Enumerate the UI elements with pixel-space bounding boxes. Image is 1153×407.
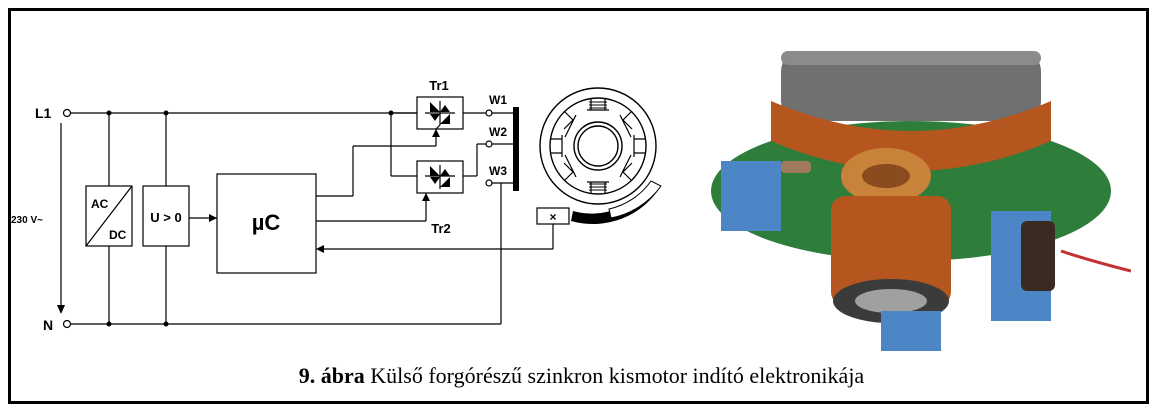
sensor-label: ×	[549, 210, 556, 224]
magnet-ring-south	[608, 180, 662, 219]
arrow-to-mcu-feedback	[316, 245, 324, 253]
position-sensor: ×	[536, 207, 570, 225]
arrow-voltage	[57, 305, 65, 314]
capacitor-bottom	[881, 311, 941, 351]
housing	[831, 196, 951, 306]
triac-tr1: Tr1	[416, 78, 464, 130]
arrow-to-tr1	[432, 129, 440, 137]
tr1-label: Tr1	[429, 78, 449, 93]
arrow-to-mcu	[209, 214, 217, 222]
figure-caption: 9. ábra Külső forgórészű szinkron kismot…	[11, 363, 1152, 389]
caption-number: 9. ábra	[298, 363, 365, 388]
w2-label: W2	[489, 125, 507, 139]
dc-label: DC	[109, 228, 127, 242]
terminal-w1	[485, 109, 493, 117]
mcu-label: µC	[252, 210, 281, 235]
electrolytic-capacitor	[1021, 221, 1055, 291]
voltage-detector: U > 0	[142, 185, 190, 247]
ac-label: AC	[91, 197, 109, 211]
tr2-label: Tr2	[431, 221, 451, 236]
terminal-l1	[62, 108, 72, 118]
w3-label: W3	[489, 164, 507, 178]
w1-label: W1	[489, 93, 507, 107]
motor-photo	[711, 51, 1131, 351]
terminal-w2	[485, 140, 493, 148]
terminal-n	[62, 319, 72, 329]
caption-text: Külső forgórészű szinkron kismotor indít…	[370, 363, 865, 388]
circuit-diagram: AC DC U > 0 µC Tr1	[11, 78, 662, 333]
threshold-label: U > 0	[150, 210, 181, 225]
junctions	[106, 110, 394, 327]
wiring	[60, 112, 554, 325]
capacitor-left	[721, 161, 781, 231]
figure-frame: AC DC U > 0 µC Tr1	[8, 8, 1149, 404]
terminals	[62, 108, 493, 329]
terminal-w3	[485, 179, 493, 187]
microcontroller: µC	[216, 173, 317, 274]
wire-white	[1060, 244, 1131, 263]
n-label: N	[43, 317, 53, 333]
motor-symbol	[539, 87, 657, 205]
l1-label: L1	[35, 105, 52, 121]
voltage-label: 230 V~	[11, 215, 43, 226]
stator-laminations	[781, 51, 1041, 121]
resistor	[781, 161, 811, 173]
wire-red	[1060, 249, 1131, 273]
arrowheads	[57, 129, 440, 314]
triac-tr2: Tr2	[416, 160, 464, 236]
winding-bar	[513, 107, 519, 191]
coil-bobbin	[771, 101, 1051, 171]
arrow-to-tr2	[422, 193, 430, 201]
acdc-converter: AC DC	[85, 185, 133, 247]
